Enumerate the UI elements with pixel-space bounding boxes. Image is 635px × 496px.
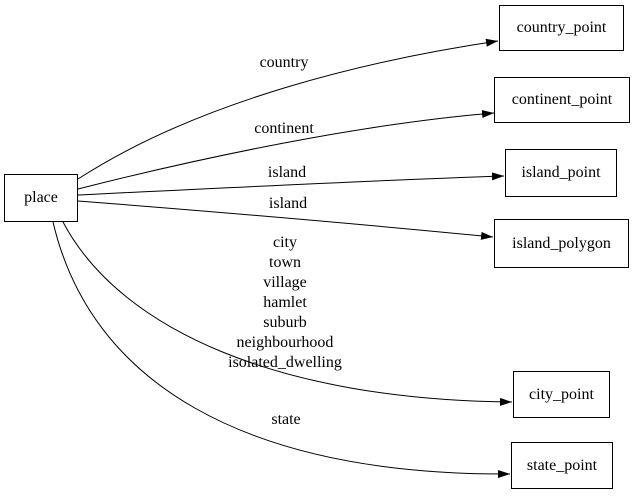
node-city-point: city_point (513, 371, 610, 418)
edge-place-island-point (77, 172, 505, 196)
edge-place-city-point (62, 221, 513, 406)
edge-label-island-point: island (267, 164, 307, 181)
edge-label-island-polygon: island (268, 195, 308, 212)
node-state-point: state_point (511, 442, 613, 489)
node-island-polygon: island_polygon (494, 219, 629, 268)
node-continent-point: continent_point (494, 77, 630, 123)
edge-place-continent-point (77, 109, 495, 190)
node-place: place (4, 174, 78, 222)
node-island-point: island_point (505, 149, 617, 197)
edge-label-continent: continent (254, 120, 314, 137)
edge-place-country-point (77, 38, 499, 180)
edge-place-island-polygon (77, 200, 494, 240)
edge-label-country: country (259, 54, 309, 71)
edge-label-city-types: city town village hamlet suburb neighbou… (228, 234, 342, 371)
edge-label-state: state (271, 411, 301, 428)
node-country-point: country_point (499, 5, 624, 51)
edge-place-state-point (52, 221, 511, 479)
